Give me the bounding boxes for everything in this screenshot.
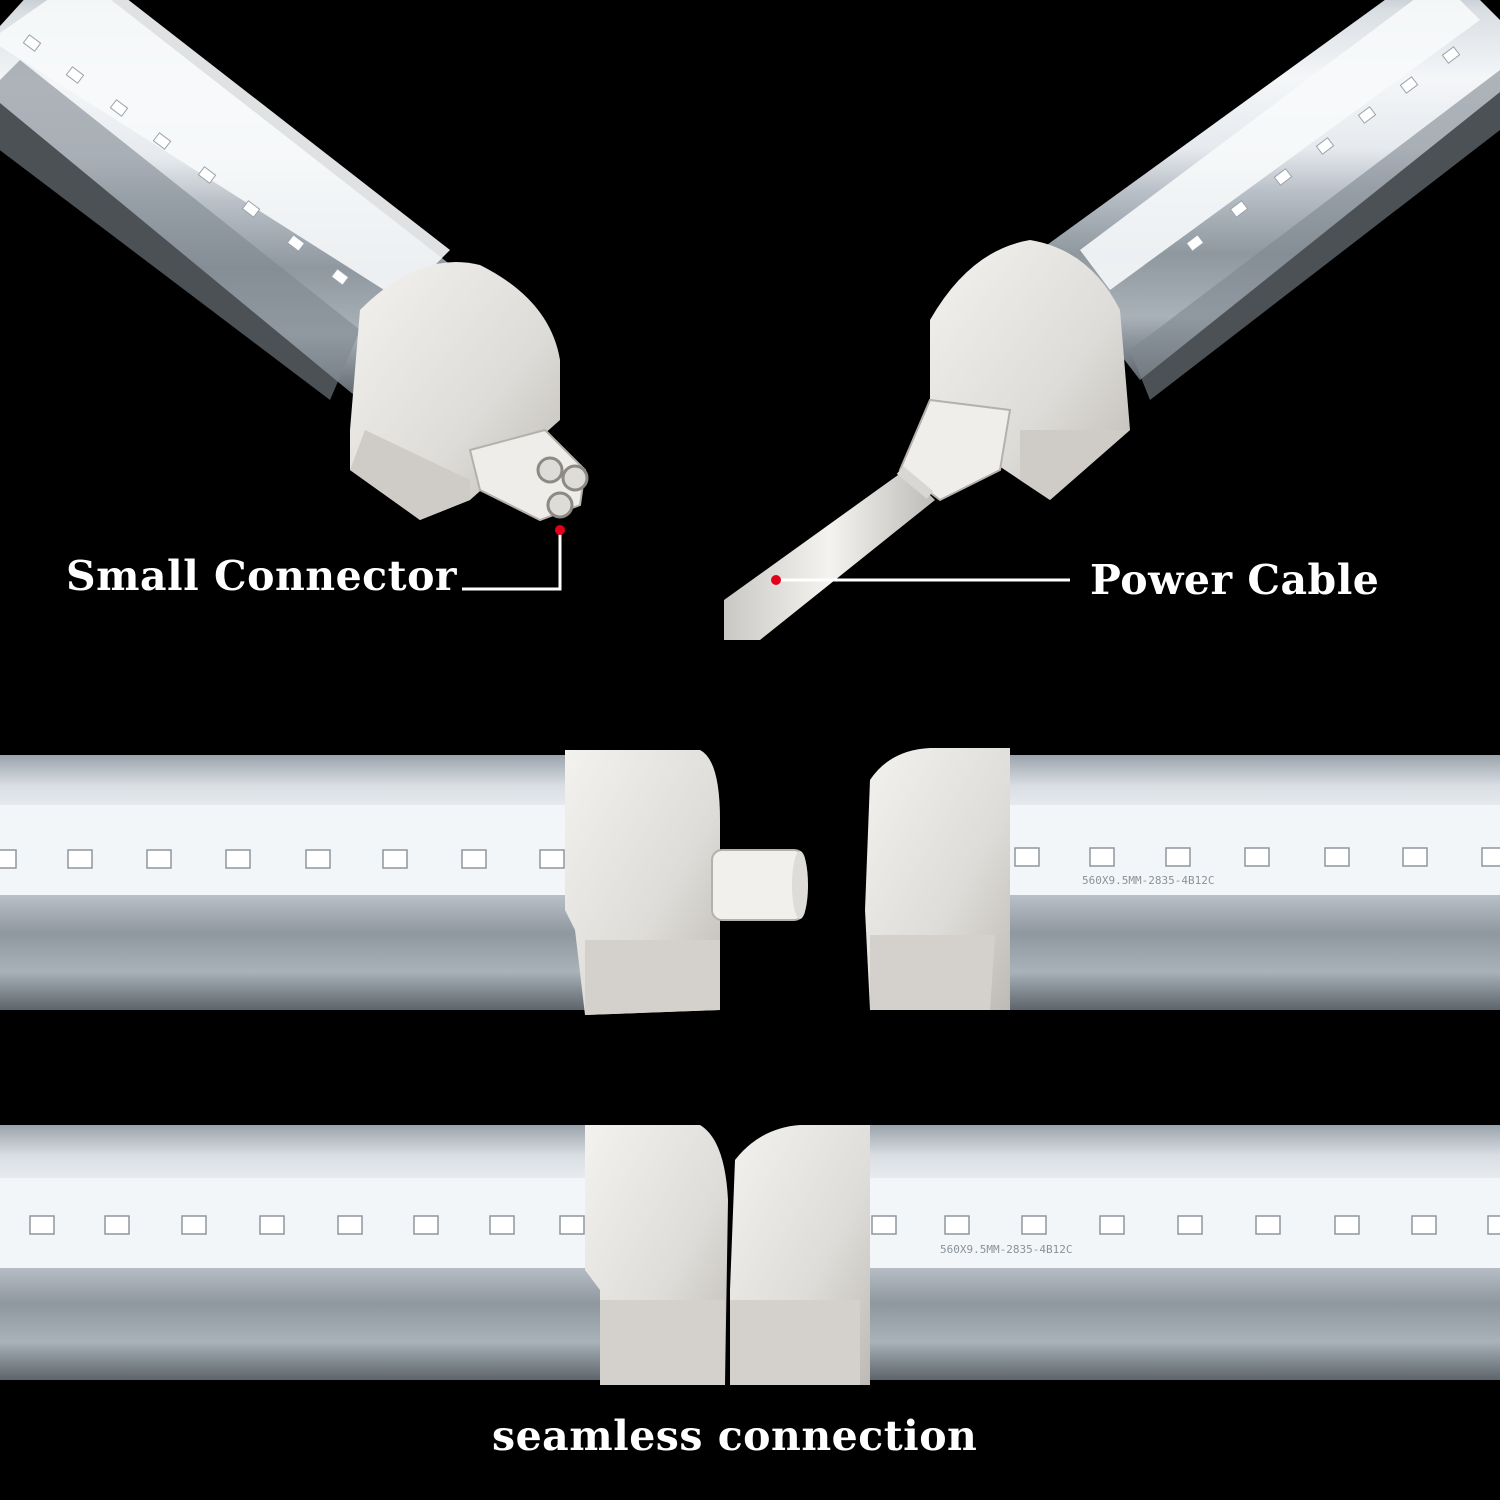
end-cap-middle-left xyxy=(565,750,720,1015)
seamless-connection-caption: seamless connection xyxy=(492,1412,978,1460)
led-row-bottom-left xyxy=(29,1215,585,1235)
power-cable-label: Power Cable xyxy=(1090,556,1380,604)
led-row-middle-left xyxy=(0,849,565,869)
led-row-middle-right xyxy=(1014,847,1500,867)
small-connector-plug xyxy=(468,428,589,522)
small-connector-label: Small Connector xyxy=(66,552,458,600)
bottom-left-tube xyxy=(0,1125,600,1380)
end-cap-bottom-right xyxy=(730,1125,870,1385)
middle-connector-plug xyxy=(711,849,808,921)
middle-left-tube xyxy=(0,755,600,1010)
bottom-right-tube xyxy=(860,1125,1500,1380)
end-cap-bottom-left xyxy=(585,1125,728,1385)
top-left-tube xyxy=(0,0,470,400)
callout-small-connector xyxy=(462,525,565,591)
power-cable xyxy=(724,398,1012,640)
pcb-marking-middle: 560X9.5MM-2835-4B12C xyxy=(1082,874,1214,887)
callout-power-cable xyxy=(771,575,1070,585)
led-row-bottom-right xyxy=(871,1215,1500,1235)
middle-right-tube xyxy=(990,755,1500,1010)
top-right-tube xyxy=(1040,0,1500,400)
pcb-marking-bottom: 560X9.5MM-2835-4B12C xyxy=(940,1243,1072,1256)
end-cap-middle-right xyxy=(865,748,1010,1010)
led-row-top-left xyxy=(22,34,350,286)
led-row-top-right xyxy=(1185,46,1461,252)
